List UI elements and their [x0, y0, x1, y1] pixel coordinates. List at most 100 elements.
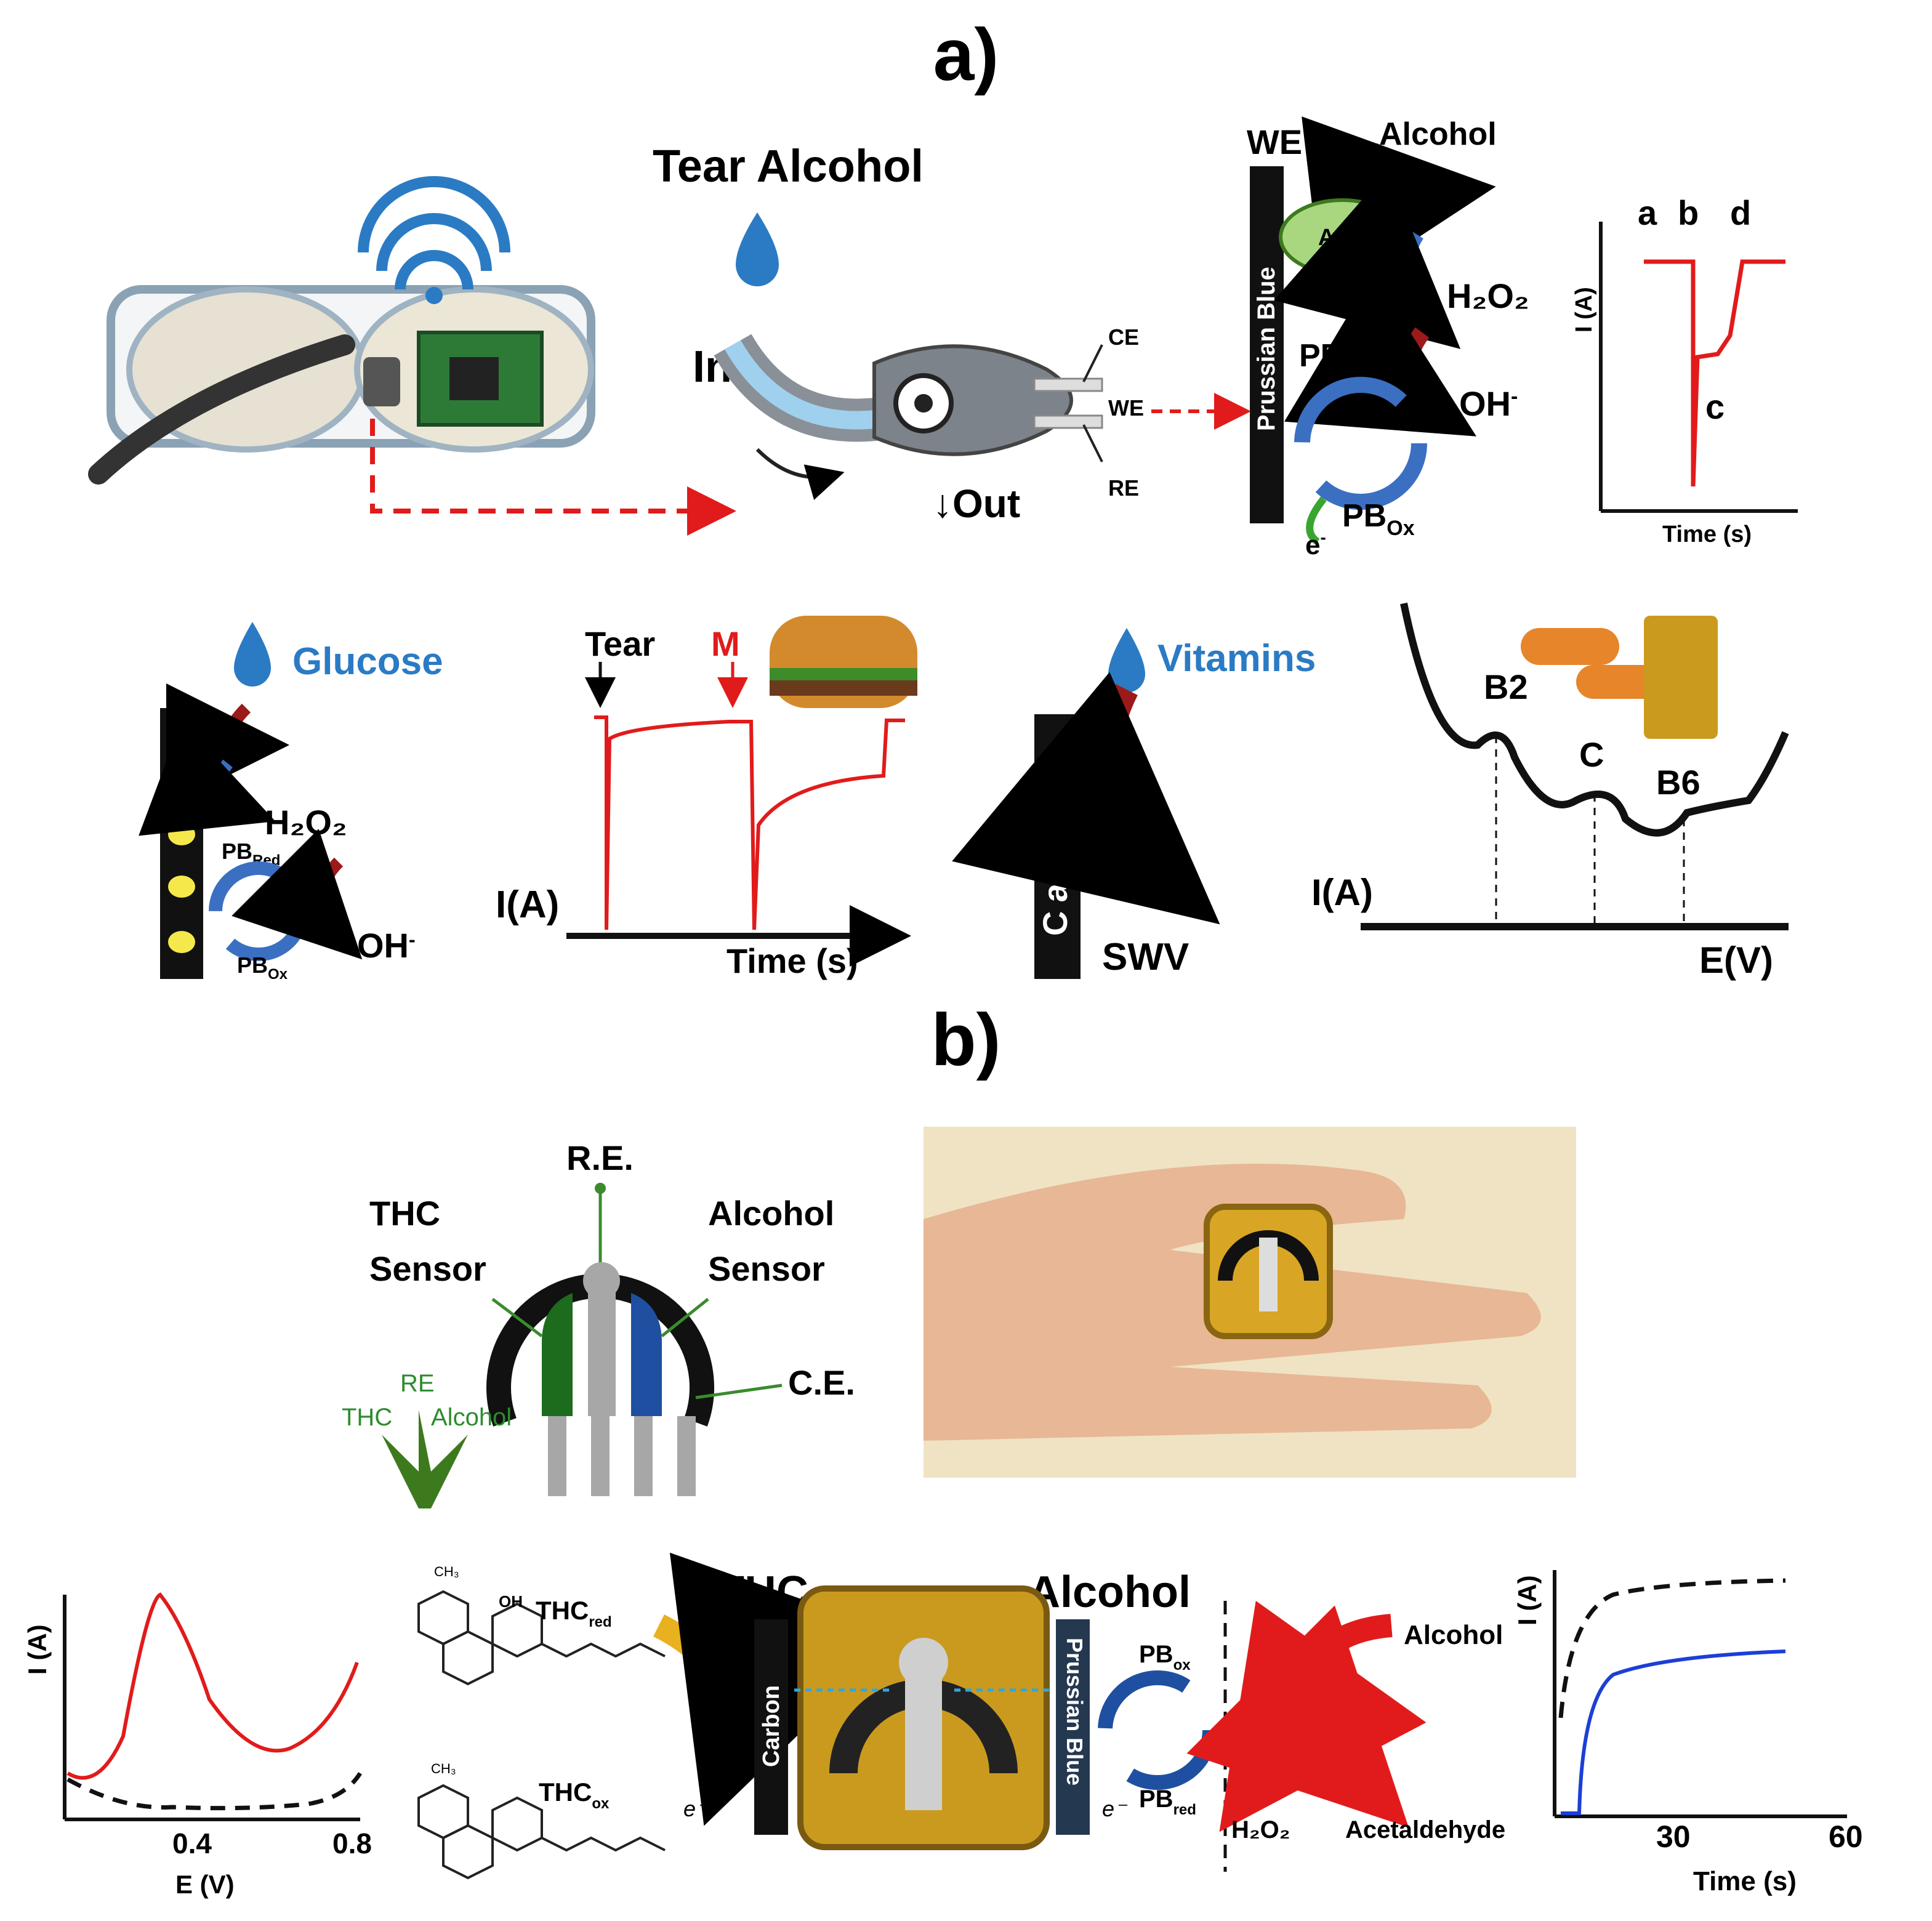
marker-d: d [1730, 193, 1751, 232]
oh-label: OH- [1459, 384, 1518, 423]
amp-x-label: Time (s) [1662, 522, 1752, 547]
glucose-pbox-label: PBOx [237, 952, 288, 983]
prussian-blue-working-electrode [1056, 1619, 1090, 1835]
left-x-label: E (V) [175, 1870, 235, 1899]
meal-label: M [711, 624, 740, 663]
alcohol-amperogram: a b d c I (A) Time (s) [1571, 193, 1798, 547]
prussian-blue-label: Prussian Blue [1253, 267, 1280, 431]
pb-electrode-label: Prussian Blue [1062, 1638, 1087, 1786]
vitamin-c-label: C [1579, 735, 1604, 774]
ring-on-hand-photo [924, 1127, 1576, 1478]
glucose-pb-cycle [209, 861, 308, 961]
glucose-droplet-icon [234, 622, 271, 687]
right-y-label: I (A) [1513, 1575, 1542, 1625]
alcohol-reactant-label: Alcohol [1404, 1620, 1503, 1650]
oh-group-label: OH [499, 1592, 523, 1611]
right-tick-30: 30 [1656, 1819, 1691, 1854]
control-trace [1558, 1578, 1786, 1718]
right-tick-60: 60 [1829, 1819, 1863, 1854]
carbon-working-electrode [754, 1619, 788, 1835]
ch3-label-2: CH₃ [431, 1761, 456, 1776]
right-x-label: Time (s) [1693, 1866, 1797, 1896]
glucose-x-label: Time (s) [727, 941, 858, 980]
marker-a: a [1638, 193, 1657, 232]
glucose-trace [594, 715, 905, 930]
carbon-electrode-label: Carbon [759, 1685, 784, 1767]
pb-red-b-label: PBred [1139, 1786, 1196, 1818]
vitamins-voltammogram: B2 C B6 I(A) E(V) [1311, 602, 1789, 981]
vitamins-y-label: I(A) [1311, 872, 1373, 913]
electrode-re: RE [1108, 475, 1139, 501]
alcohol-sensor-label-1: Alcohol [708, 1194, 834, 1233]
flow-cell [714, 334, 1103, 501]
h2o2-label: H₂O₂ [1447, 276, 1529, 315]
alcohol-electron-label: e⁻ [1102, 1796, 1128, 1821]
swv-label: SWV [1102, 936, 1189, 978]
vitamins-label: Vitamins [1157, 637, 1316, 680]
thc-ox-label: THCox [539, 1778, 610, 1812]
amp-y-label: I (A) [1571, 287, 1597, 332]
leaf-alcohol-label: Alcohol [431, 1404, 512, 1431]
leaf-thc-label: THC [342, 1404, 392, 1431]
smart-glasses-image [88, 176, 595, 485]
left-tick-08: 0.8 [332, 1827, 372, 1859]
panel-b-label: b) [931, 999, 1000, 1081]
outlet-label: ↓Out [933, 481, 1020, 526]
tear-alcohol-title: Tear Alcohol [653, 140, 924, 191]
baseline-trace [66, 1772, 362, 1811]
thc-sensor-label-2: Sensor [369, 1249, 486, 1288]
we-title: WE [1247, 123, 1302, 161]
alcohol-current-trace [1561, 1649, 1786, 1815]
thc-electron-label: e⁻ [683, 1796, 709, 1821]
alcohol-title: Alcohol [1028, 1568, 1191, 1617]
glucose-oh-label: OH- [357, 926, 416, 965]
glucose-label: Glucose [292, 640, 443, 683]
pb-red-label: PBRed [1299, 338, 1383, 380]
thc-red-label: THCred [536, 1596, 612, 1630]
thc-trace [66, 1592, 359, 1780]
cannabis-leaf-icon [382, 1410, 468, 1508]
dashed-link-arrow [370, 419, 736, 536]
acetaldehyde-label: Acetaldehyde [1345, 1816, 1505, 1843]
pb-cycle [1294, 377, 1427, 510]
glucose-h2o2-label: H₂O₂ [265, 803, 347, 842]
tear-label: Tear [585, 624, 655, 663]
glucose-amperogram: Tear M I(A) Time (s) [496, 616, 917, 980]
alcohol-chronoamperogram: I (A) 30 60 Time (s) [1513, 1570, 1863, 1896]
wifi-icon [395, 250, 473, 290]
thc-sensor-label-1: THC [369, 1194, 440, 1233]
glucose-y-label: I(A) [496, 884, 559, 926]
thc-title: THC [717, 1568, 808, 1617]
ch3-label-1: CH₃ [434, 1564, 459, 1579]
pb-ox-b-label: PBox [1139, 1641, 1191, 1673]
pill-icon [1521, 628, 1619, 665]
electron-label: e- [1305, 528, 1326, 560]
vitamins-droplet-icon [1108, 628, 1145, 693]
leaf-re-label: RE [400, 1370, 435, 1397]
h2o2-product-label: H₂O₂ [1231, 1816, 1290, 1843]
pb-redox-cycle [1098, 1670, 1217, 1790]
amperometric-trace [1644, 259, 1785, 487]
supplement-bottle-icon [1644, 616, 1718, 739]
thc-molecules [417, 1590, 666, 1880]
panel-a-label: a) [933, 14, 999, 96]
thc-voltammogram: I (A) 0.4 0.8 E (V) [23, 1592, 372, 1899]
svg-text:AOx: AOx [1280, 1706, 1330, 1733]
marker-b: b [1678, 193, 1699, 232]
svg-text:AOx: AOx [1318, 225, 1366, 251]
left-tick-04: 0.4 [172, 1827, 212, 1859]
alcohol-sensor-label-2: Sensor [708, 1249, 825, 1288]
marker-c: c [1705, 387, 1725, 426]
carbon-label: Carbon [1036, 763, 1074, 936]
alcohol-label: Alcohol [1379, 116, 1497, 152]
pb-ox-label: PBOx [1342, 498, 1415, 540]
left-y-label: I (A) [23, 1624, 52, 1675]
swv-trace [1400, 602, 1789, 837]
thc-redox-arrow [653, 1552, 902, 1826]
ring-sensor-photo [794, 1585, 1053, 1850]
vitamin-b6-label: B6 [1656, 763, 1701, 802]
vitamins-x-label: E(V) [1699, 940, 1773, 981]
ring-sensor-schematic: R.E. THC Sensor Alcohol Sensor C.E. RE T… [342, 1138, 855, 1508]
ce-label: C.E. [788, 1363, 855, 1402]
